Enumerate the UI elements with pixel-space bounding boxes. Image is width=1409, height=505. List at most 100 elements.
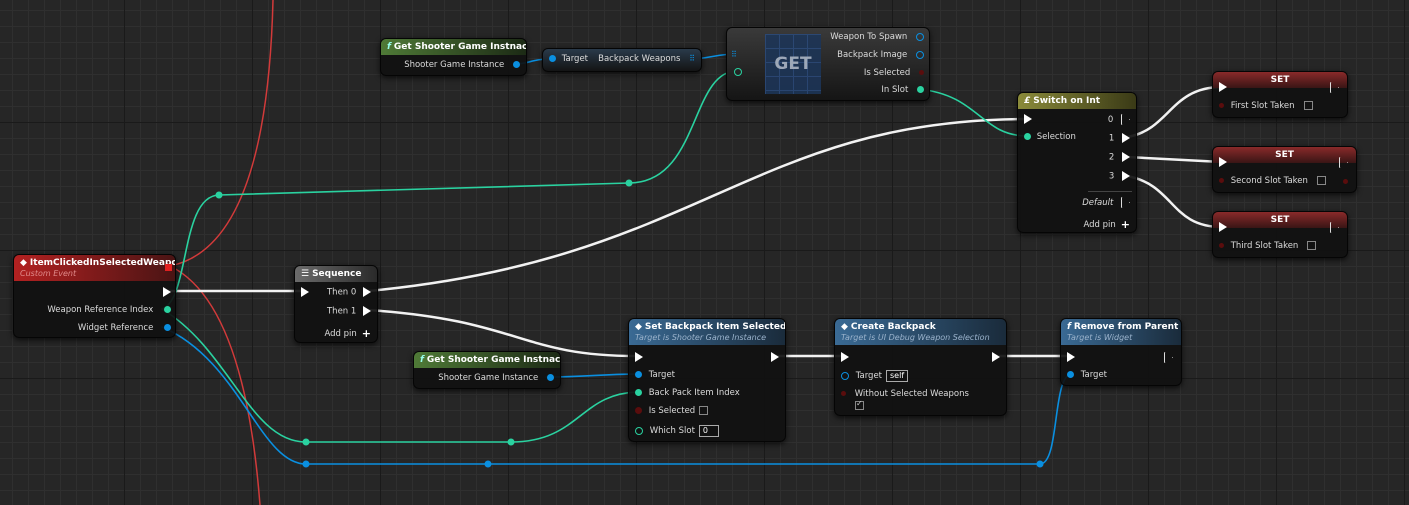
array-pin-icon[interactable]: ⠿ [689,54,695,63]
switch-0-pin[interactable] [1121,114,1130,125]
without-selected-checkbox[interactable] [855,401,864,410]
red-wire-up [169,0,274,267]
in-slot-label: In Slot [881,85,909,95]
self-value: self [886,370,909,382]
set-second-slot-node[interactable]: SET Second Slot Taken [1212,146,1357,193]
set-3-title: SET [1270,215,1290,225]
delegate-pin[interactable] [165,264,172,271]
switch-add-pin-button[interactable]: Add pin+ [1083,218,1130,231]
reroute-knot [507,438,515,446]
set-backpack-target-pin[interactable] [635,371,642,378]
then0-label: Then 0 [326,287,357,298]
remove-parent-exec-out[interactable] [1164,352,1173,363]
create-target-pin[interactable] [841,371,849,380]
set-2-checkbox[interactable] [1316,176,1326,185]
set-2-header: SET [1213,147,1356,163]
function-icon: ◆ [841,322,848,332]
reroute-knot [1036,460,1044,468]
in-slot-pin[interactable] [917,86,924,93]
set-1-exec-out[interactable] [1330,82,1339,93]
switch-1-label: 1 [1108,133,1115,144]
set-2-bool-pin[interactable] [1219,178,1224,183]
index-label: Back Pack Item Index [648,388,740,398]
remove-parent-exec-in[interactable] [1067,352,1075,362]
sequence-node[interactable]: ☰Sequence Then 0 Then 1 Add pin+ [294,265,378,343]
index-pin[interactable] [635,389,642,396]
backpack-image-pin[interactable] [916,50,924,59]
switch-1-pin[interactable] [1122,133,1130,143]
sequence-title: Sequence [312,269,362,279]
set-backpack-target-label: Target [648,370,675,380]
remove-parent-subtitle: Target is Widget [1067,333,1133,342]
array-get-node[interactable]: ⠿ GET Weapon To Spawn Backpack Image Is … [726,27,930,101]
weapon-ref-index-pin[interactable] [164,306,171,313]
event-subtitle: Custom Event [20,269,77,278]
switch-2-pin[interactable] [1122,152,1130,162]
default-pin[interactable] [1121,197,1130,208]
default-label: Default [1082,198,1114,208]
reroute-knot [625,179,633,187]
exec-wire-then0-switch [366,117,1027,293]
shooter-instance-2-pin[interactable] [547,374,554,381]
weapon-to-spawn-pin[interactable] [916,32,924,41]
set-first-slot-node[interactable]: SET First Slot Taken [1212,71,1348,118]
create-backpack-subtitle: Target is UI Debug Weapon Selection [841,333,990,342]
widget-ref-pin[interactable] [164,324,171,331]
set-backpack-exec-in[interactable] [635,352,643,362]
set-2-title: SET [1275,150,1294,160]
set-3-exec-in[interactable] [1219,222,1227,232]
event-icon: ◆ [20,258,27,268]
switch-2-label: 2 [1108,152,1115,163]
is-selected-in-pin[interactable] [635,407,642,414]
create-backpack-exec-out[interactable] [992,352,1000,362]
is-selected-pin[interactable] [919,70,924,75]
custom-event-node[interactable]: ◆ItemClickedInSelectedWeapons Custom Eve… [13,254,176,338]
set-2-out-pin[interactable] [1343,179,1348,184]
set-1-bool-pin[interactable] [1219,103,1224,108]
set-1-title: SET [1270,75,1290,85]
exec-wire-switch1-set1 [1125,85,1224,139]
sequence-exec-in[interactable] [301,287,309,297]
switch-on-int-node[interactable]: £Switch on Int Selection 0 1 2 3 Default… [1017,92,1137,233]
array-in-pin-icon[interactable]: ⠿ [731,50,737,59]
switch-3-pin[interactable] [1122,171,1130,181]
set-third-slot-node[interactable]: SET Third Slot Taken [1212,211,1348,258]
set-2-exec-out[interactable] [1339,157,1348,168]
selection-pin[interactable] [1024,133,1031,140]
event-title: ItemClickedInSelectedWeapons [29,258,175,268]
shooter-instance-pin[interactable] [513,61,520,68]
then1-pin[interactable] [363,306,371,316]
int-wire-index-bpitem [161,308,641,443]
set-3-bool-pin[interactable] [1219,243,1224,248]
target-pin[interactable] [549,55,556,62]
set-3-header: SET [1213,212,1347,228]
is-selected-checkbox[interactable] [699,406,709,415]
index-in-pin[interactable] [734,68,742,76]
sequence-add-pin-button[interactable]: Add pin+ [324,327,371,340]
switch-title: Switch on Int [1033,96,1101,106]
set-3-checkbox[interactable] [1307,241,1317,250]
switch-exec-in-pin[interactable] [1024,114,1032,124]
sequence-add-pin-label: Add pin [324,329,357,339]
set-backpack-exec-out[interactable] [771,352,779,362]
without-selected-pin[interactable] [841,391,846,396]
set-2-exec-in[interactable] [1219,157,1227,167]
create-backpack-exec-in[interactable] [841,352,849,362]
which-slot-pin[interactable] [635,426,643,435]
remove-target-pin[interactable] [1067,371,1074,378]
weapon-to-spawn-label: Weapon To Spawn [830,32,908,42]
backpack-weapons-node[interactable]: Target Backpack Weapons ⠿ [542,48,702,72]
set-1-exec-in[interactable] [1219,82,1227,92]
set-3-exec-out[interactable] [1330,222,1339,233]
exec-out-pin[interactable] [163,287,171,297]
then0-pin[interactable] [363,287,371,297]
which-slot-input[interactable]: 0 [698,425,719,437]
set-1-checkbox[interactable] [1303,101,1313,110]
set-3-var-label: Third Slot Taken [1230,241,1299,251]
get-label: GET [774,54,812,74]
